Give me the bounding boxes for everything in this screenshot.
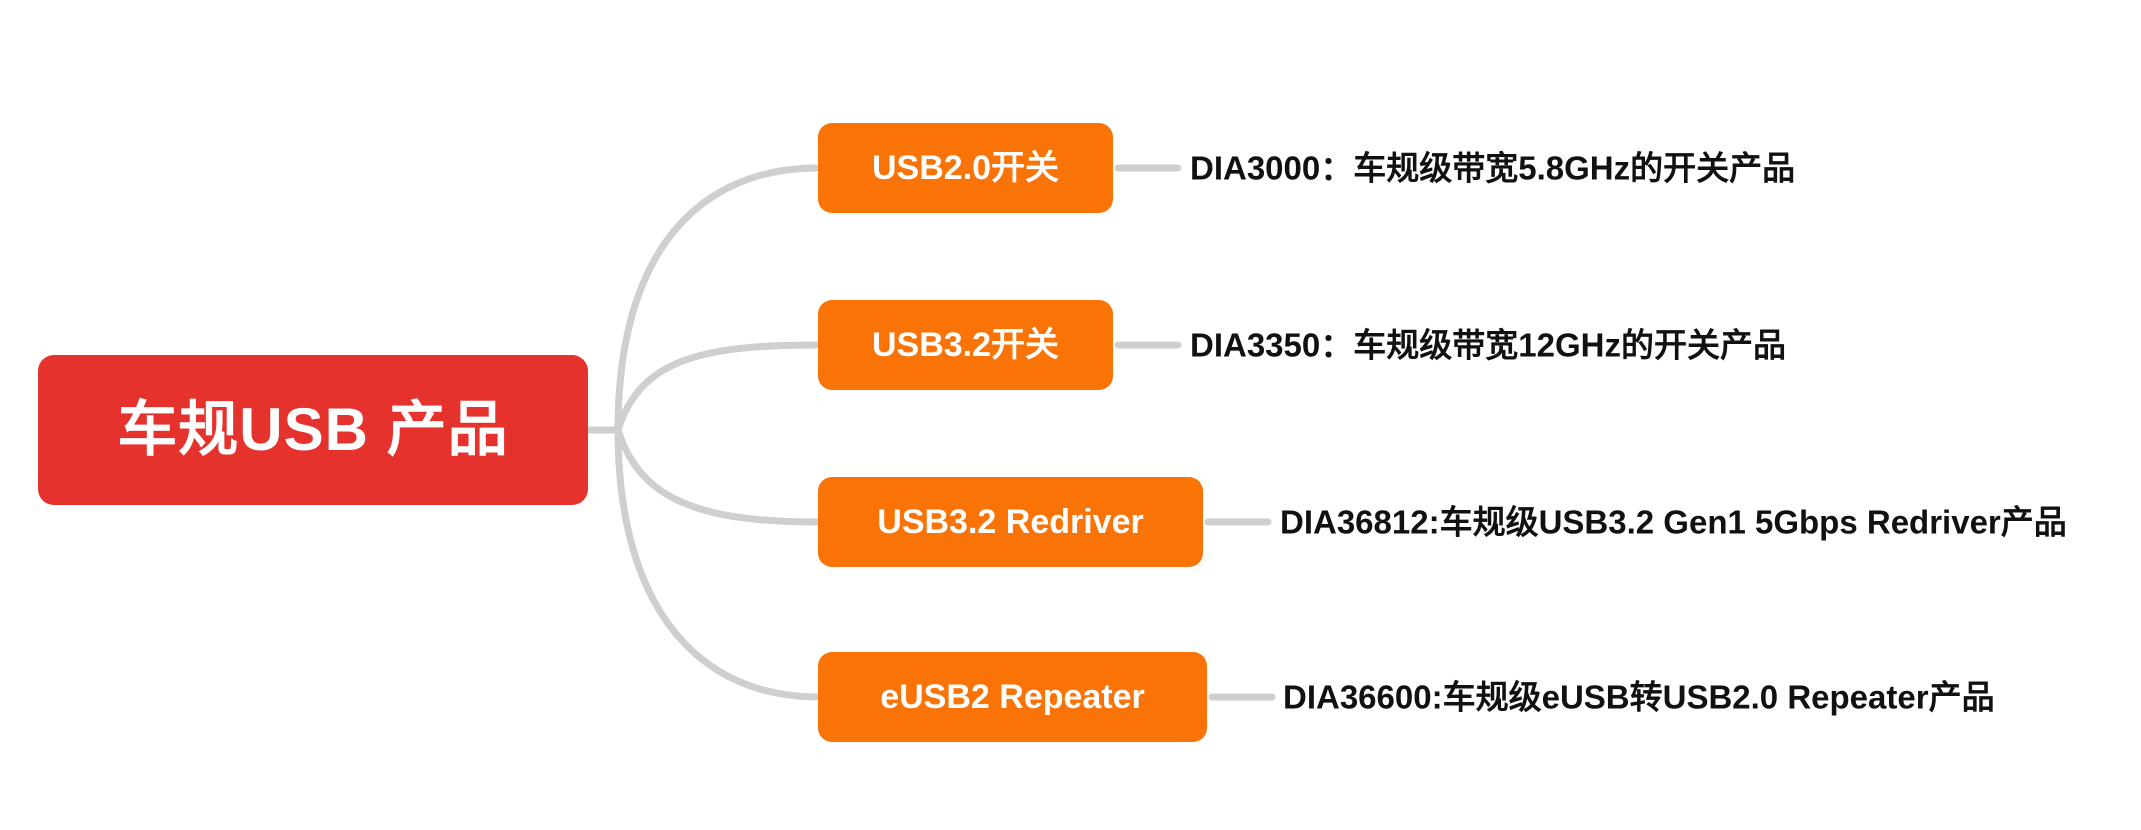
branch-node-label: USB2.0开关 [871,149,1060,187]
edge-root-to-branch-1 [614,164,822,434]
branch-node-label: USB3.2 Redriver [877,503,1144,541]
branch-description-usb32-switch: DIA3350：车规级带宽12GHz的开关产品 [1190,326,1786,364]
edge-root-to-branch-2 [614,341,822,434]
edge-root-to-branch-3 [614,426,822,526]
branch-node-label: eUSB2 Repeater [880,678,1145,716]
branch-description-eusb2-repeater: DIA36600:车规级eUSB转USB2.0 Repeater产品 [1283,678,1995,716]
edge-root-to-branch-4 [614,426,822,701]
branch-description-usb32-redriver: DIA36812:车规级USB3.2 Gen1 5Gbps Redriver产品 [1280,503,2067,541]
branch-node-usb32-switch[interactable]: USB3.2开关 [818,300,1113,390]
root-node-label: 车规USB 产品 [117,396,509,463]
root-node[interactable]: 车规USB 产品 [38,355,588,505]
branch-node-usb32-redriver[interactable]: USB3.2 Redriver [818,477,1203,567]
branch-node-label: USB3.2开关 [871,326,1060,364]
branch-description-usb2-switch: DIA3000：车规级带宽5.8GHz的开关产品 [1190,149,1796,187]
branch-node-eusb2-repeater[interactable]: eUSB2 Repeater [818,652,1207,742]
branch-node-usb2-switch[interactable]: USB2.0开关 [818,123,1113,213]
